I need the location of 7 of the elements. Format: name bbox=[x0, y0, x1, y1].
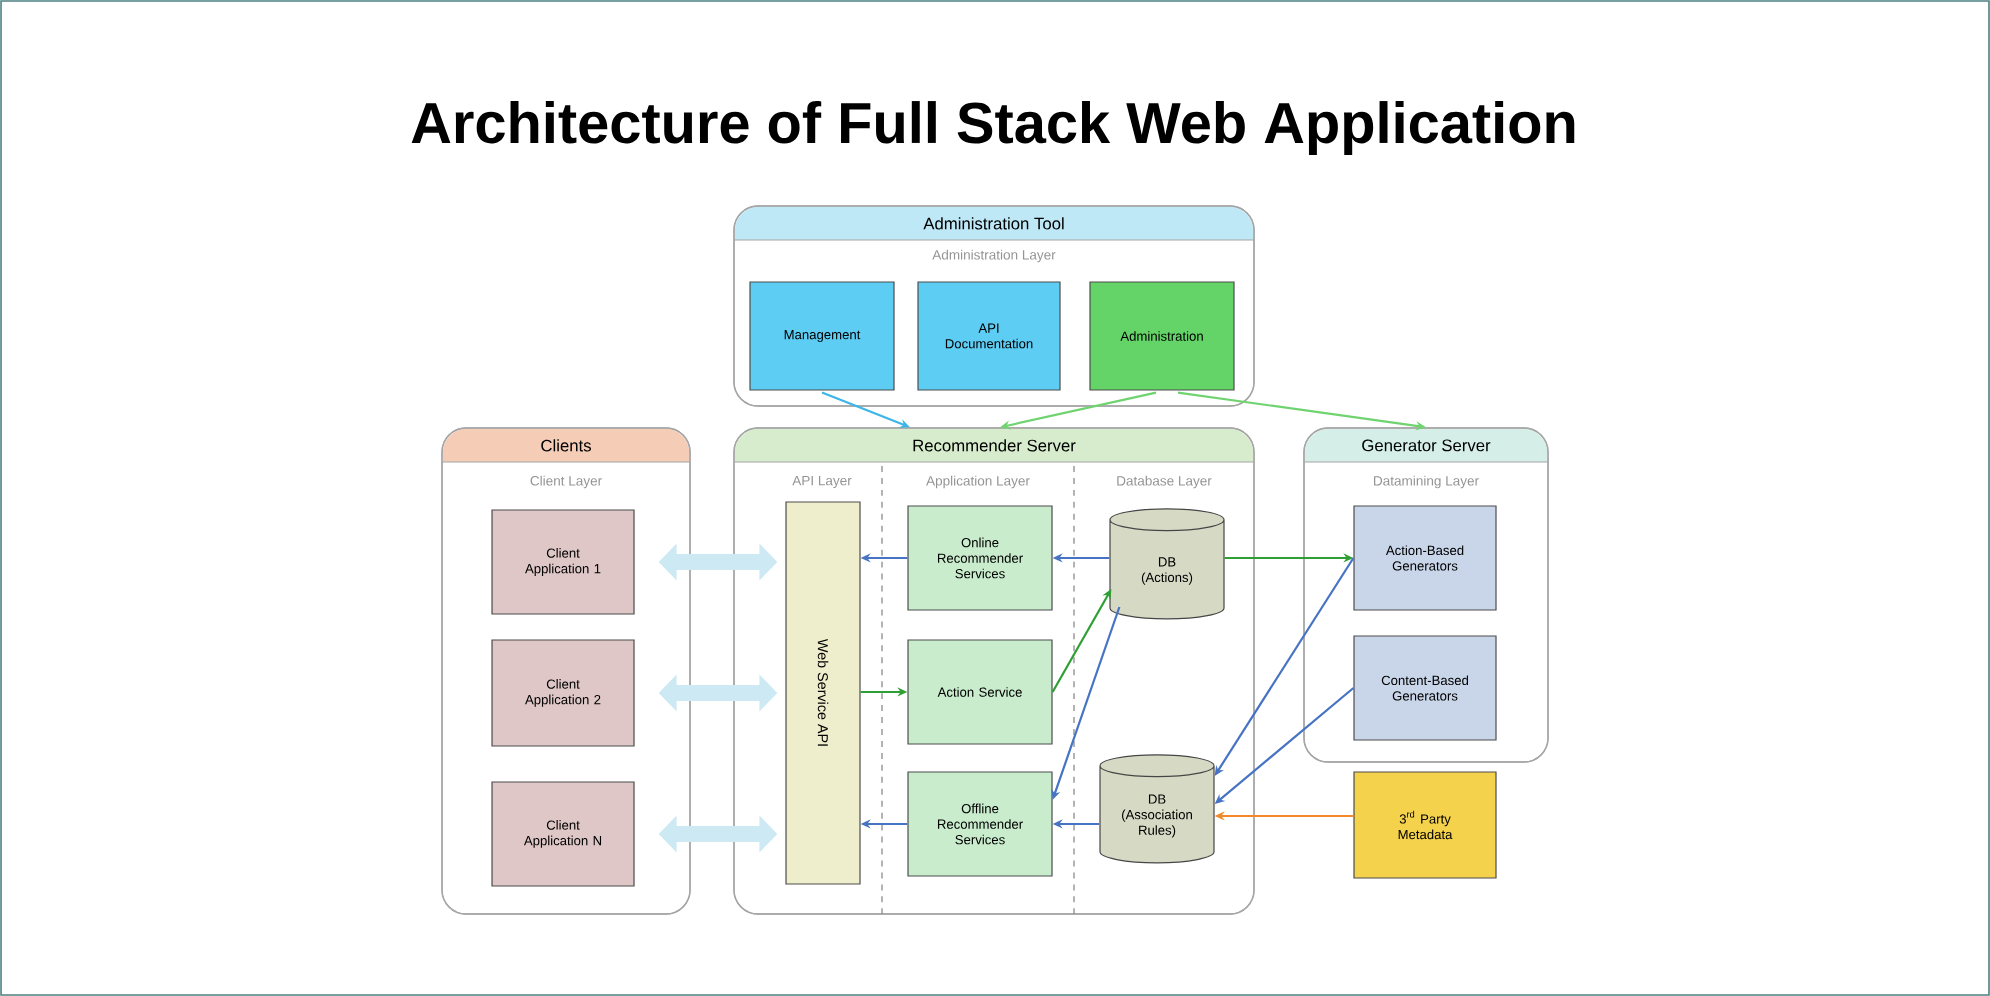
arrow bbox=[1214, 557, 1355, 776]
container-heading: Recommender Server bbox=[913, 439, 1076, 452]
container-heading: Administration Tool bbox=[923, 217, 1064, 230]
arrow bbox=[1051, 589, 1112, 693]
container-heading: Generator Server bbox=[1362, 439, 1491, 452]
title: Architecture of Full Stack Web Application bbox=[411, 101, 1575, 155]
container-heading: Clients bbox=[541, 439, 591, 452]
